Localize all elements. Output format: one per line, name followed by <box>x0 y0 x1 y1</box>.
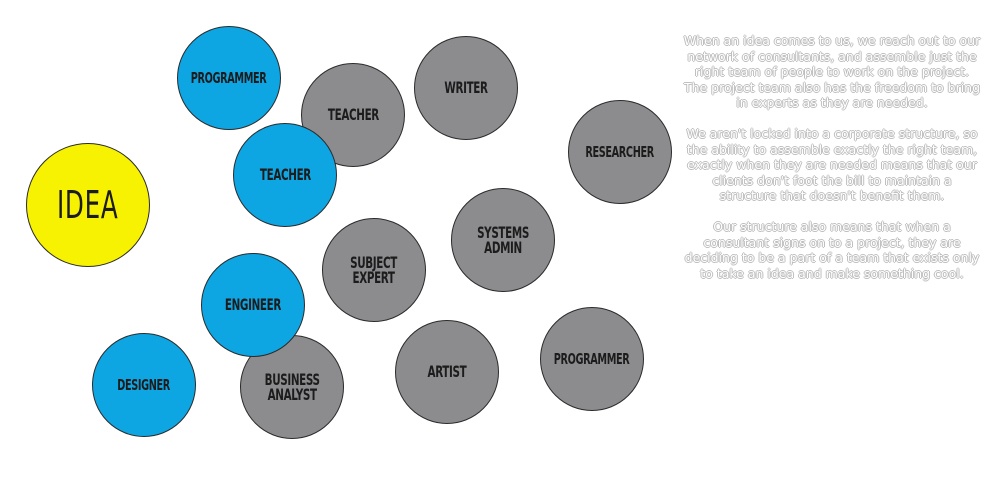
systems-admin-node: Systems Admin <box>451 188 555 292</box>
programmer-label: Programmer <box>554 349 630 368</box>
researcher-label: Researcher <box>585 142 655 161</box>
subject-expert-node: Subject Expert <box>322 218 426 322</box>
subject-expert-label: Subject Expert <box>350 252 398 287</box>
programmer-node-blue: Programmer <box>177 26 281 130</box>
programmer-node-gray: Programmer <box>540 307 644 411</box>
description-paragraph-3: Our structure also means that when a con… <box>684 218 980 281</box>
researcher-node: Researcher <box>568 100 672 204</box>
description-text: When an idea comes to us, we reach out t… <box>682 33 982 296</box>
artist-label: Artist <box>427 362 467 382</box>
engineer-label: Engineer <box>224 295 282 315</box>
description-paragraph-2: We aren't locked into a corporate struct… <box>686 125 978 204</box>
designer-node: Designer <box>92 333 196 437</box>
idea-node: Idea <box>26 143 150 267</box>
writer-label: Writer <box>444 78 488 98</box>
description-paragraph-1: When an idea comes to us, we reach out t… <box>683 33 981 111</box>
programmer-label: Programmer <box>191 68 267 87</box>
idea-label: Idea <box>57 182 119 227</box>
teacher-label: Teacher <box>327 105 379 125</box>
artist-node: Artist <box>395 320 499 424</box>
teacher-node-blue: Teacher <box>233 123 337 227</box>
writer-node: Writer <box>414 36 518 140</box>
engineer-node: Engineer <box>201 253 305 357</box>
teacher-node-gray: Teacher <box>301 63 405 167</box>
business-analyst-label: Business Analyst <box>264 369 320 404</box>
systems-admin-label: Systems Admin <box>477 222 529 257</box>
teacher-label: Teacher <box>259 165 311 185</box>
designer-label: Designer <box>117 375 171 394</box>
